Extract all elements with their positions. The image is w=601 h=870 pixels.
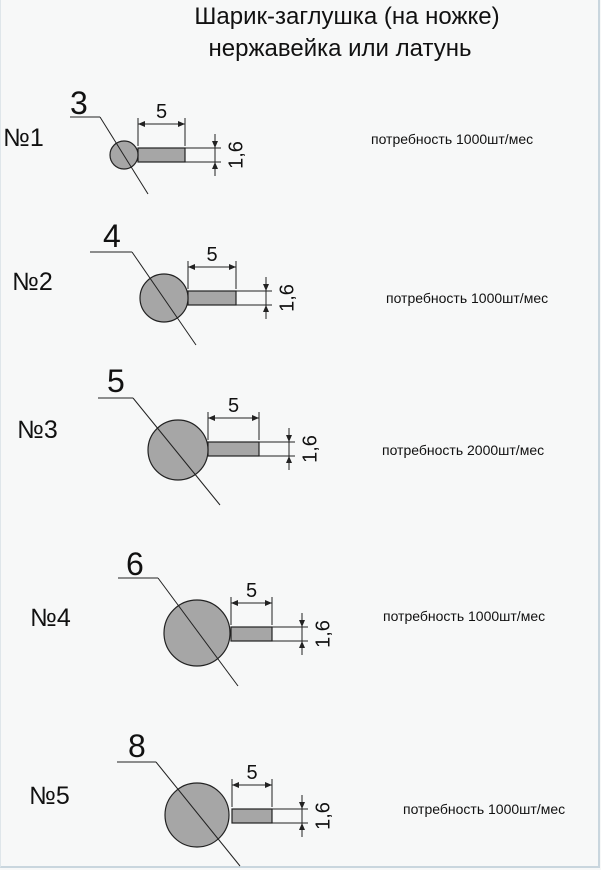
- leader-diagonal: [132, 397, 221, 506]
- length-label: 5: [228, 395, 239, 417]
- part-number-label: №2: [12, 268, 53, 296]
- stem-diameter-label: 1,6: [276, 284, 298, 312]
- part-2: №2 4 5 1,6 потребность 1000шт/мес: [12, 218, 548, 346]
- demand-note: потребность 2000шт/мес: [382, 442, 544, 458]
- stem-rect: [231, 808, 273, 824]
- stem-rect: [187, 290, 237, 306]
- ball-circle: [163, 599, 231, 667]
- part-4: №4 6 5 1,6 потребность 1000шт/мес: [30, 546, 545, 687]
- length-label: 5: [246, 762, 257, 784]
- demand-note: потребность 1000шт/мес: [403, 801, 565, 817]
- title-line-2: нержавейка или латунь: [209, 35, 472, 62]
- stem-rect: [137, 147, 186, 163]
- dimension-arrows: [212, 141, 218, 169]
- dimension-arrows: [286, 435, 292, 463]
- part-5: №5 8 5 1,6 потребность 1000шт/мес: [29, 728, 565, 867]
- part-number-label: №3: [17, 416, 58, 444]
- part-3: №3 5 5 1,6 потребность 2000шт/мес: [17, 363, 544, 506]
- ball-diameter-label: 8: [128, 728, 146, 764]
- ball-diameter-label: 5: [107, 363, 125, 399]
- stem-rect: [207, 441, 260, 457]
- ball-circle: [147, 419, 209, 481]
- part-1: №1 3 5 1,6 потребность 1000шт/мес: [3, 85, 533, 195]
- ball-diameter-label: 3: [70, 85, 88, 121]
- leader-diagonal: [157, 577, 239, 687]
- leader-diagonal: [131, 251, 197, 346]
- dimension-arrows: [263, 284, 269, 312]
- ball-diameter-label: 4: [103, 218, 121, 254]
- demand-note: потребность 1000шт/мес: [386, 290, 548, 306]
- stem-rect: [230, 626, 273, 642]
- length-label: 5: [156, 101, 167, 123]
- leader-diagonal: [99, 116, 149, 195]
- leader-diagonal: [155, 761, 241, 867]
- ball-circle: [164, 782, 230, 848]
- stem-diameter-label: 1,6: [312, 620, 334, 648]
- ball-diameter-label: 6: [126, 546, 144, 582]
- demand-note: потребность 1000шт/мес: [383, 608, 545, 624]
- length-label: 5: [246, 580, 257, 602]
- dimension-arrows: [299, 802, 305, 830]
- part-number-label: №1: [3, 124, 44, 152]
- stem-diameter-label: 1,6: [225, 141, 247, 169]
- title-line-1: Шарик-заглушка (на ножке): [194, 3, 499, 30]
- part-number-label: №4: [30, 604, 71, 632]
- dimension-arrows: [299, 620, 305, 648]
- length-label: 5: [206, 244, 217, 266]
- demand-note: потребность 1000шт/мес: [371, 131, 533, 147]
- stem-diameter-label: 1,6: [299, 435, 321, 463]
- stem-diameter-label: 1,6: [312, 802, 334, 830]
- part-number-label: №5: [29, 782, 70, 810]
